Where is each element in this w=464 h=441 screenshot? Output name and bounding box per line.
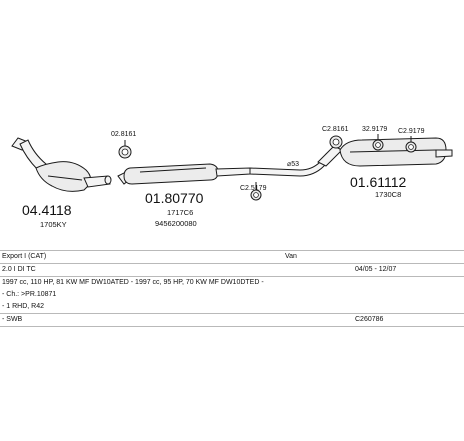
wheelbase-label: - SWB	[2, 316, 23, 323]
center-silencer	[117, 163, 251, 185]
clamp-rear-1-code: C2.8161	[322, 126, 349, 133]
exhaust-system-diagram: 04.4118 1705KY 02.8161 01.80770 1717C6 9…	[11, 126, 453, 229]
info-row-engine: 2.0 I DI TC 04/05 - 12/07	[0, 264, 464, 277]
center-silencer-ref1: 1717C6	[167, 208, 193, 217]
clamp-rear-3-code: C2.9179	[398, 128, 425, 135]
catalytic-ref: 1705KY	[40, 220, 67, 229]
engine-spec: 1997 cc, 110 HP, 81 KW MF DW10ATED - 199…	[2, 279, 264, 286]
drive-info: - 1 RHD, R42	[2, 303, 45, 310]
center-silencer-code: 01.80770	[145, 190, 204, 206]
clamp-pipe	[250, 182, 262, 201]
clamp-center-code: 02.8161	[111, 131, 136, 138]
clamp-rear-2	[372, 134, 384, 151]
info-row-header: Export I (CAT) Van	[0, 250, 464, 264]
info-row-body: - SWB C260786	[0, 314, 464, 327]
rear-silencer-ref: 1730C8	[375, 190, 401, 199]
market-label: Export I (CAT)	[2, 253, 47, 260]
clamp-rear-2-code: 32.9179	[362, 126, 387, 133]
catalytic-converter	[11, 137, 112, 192]
info-row-drive: - 1 RHD, R42	[0, 301, 464, 314]
catalogue-code: C260786	[355, 316, 384, 323]
production-dates: 04/05 - 12/07	[355, 266, 397, 273]
body-type-label: Van	[285, 253, 297, 260]
rear-silencer	[317, 137, 453, 167]
info-row-spec: 1997 cc, 110 HP, 81 KW MF DW10ATED - 199…	[0, 277, 464, 289]
center-silencer-ref2: 9456200080	[155, 219, 197, 228]
clamp-rear-3	[405, 136, 417, 153]
engine-label: 2.0 I DI TC	[2, 266, 36, 273]
info-row-chassis: - Ch.: >PR.10871	[0, 289, 464, 301]
clamp-rear-1	[329, 135, 343, 149]
catalytic-code: 04.4118	[22, 202, 72, 218]
clamp-pipe-code: C2.5179	[240, 185, 267, 192]
vehicle-info-table: Export I (CAT) Van 2.0 I DI TC 04/05 - 1…	[0, 250, 464, 327]
pipe-length-label: ⌀53	[287, 161, 299, 168]
chassis-number: - Ch.: >PR.10871	[2, 291, 57, 298]
rear-silencer-code: 01.61112	[350, 174, 407, 190]
clamp-center	[118, 140, 132, 159]
